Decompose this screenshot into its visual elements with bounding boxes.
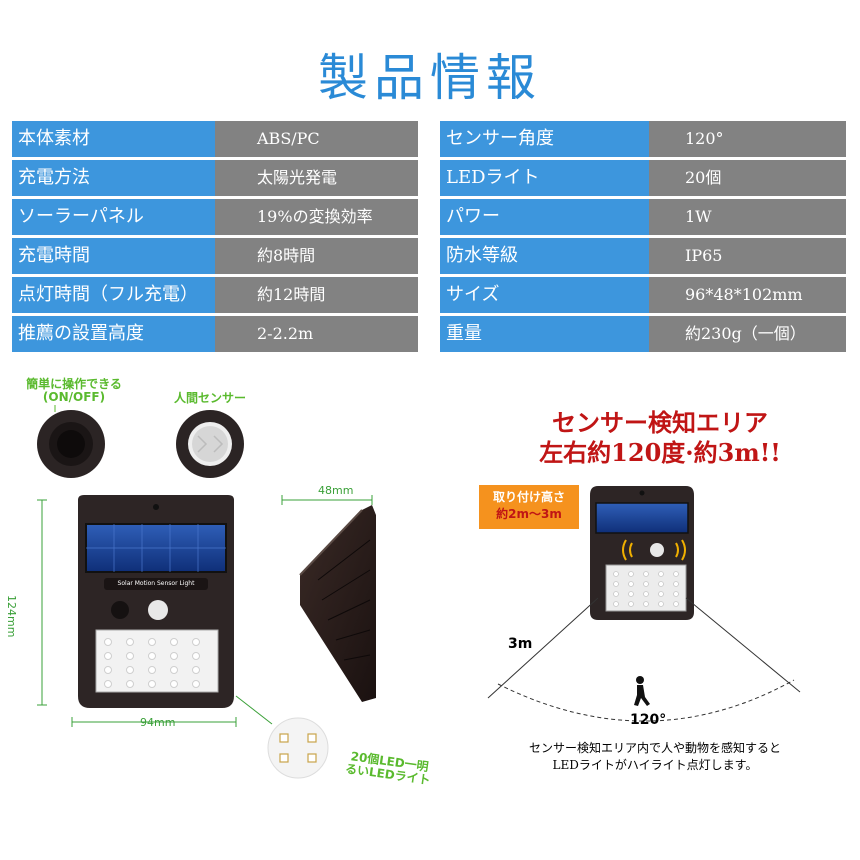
detection-light-view xyxy=(590,486,694,620)
spec-value: 約8時間 xyxy=(215,238,418,274)
spec-value: ABS/PC xyxy=(215,121,418,157)
distance-label: 3m xyxy=(508,636,533,652)
spec-key: センサー角度 xyxy=(440,121,649,157)
depth-dimension: 48mm xyxy=(318,484,354,497)
detection-title: センサー検知エリア 左右約120度·約3m!! xyxy=(480,408,840,468)
spec-value: 約230g（一個） xyxy=(649,316,846,352)
spec-value: 2-2.2m xyxy=(215,316,418,352)
spec-row: 重量約230g（一個） xyxy=(440,316,846,352)
sensor-label: 人間センサー xyxy=(173,391,246,405)
install-height-line2: 約2m～3m xyxy=(496,507,562,521)
spec-key: 重量 xyxy=(440,316,649,352)
spec-value: 19%の変換効率 xyxy=(215,199,418,235)
spec-key: LEDライト xyxy=(440,160,649,196)
spec-value: 太陽光発電 xyxy=(215,160,418,196)
led-closeup-icon xyxy=(267,717,329,779)
spec-key: パワー xyxy=(440,199,649,235)
light-front-view xyxy=(78,495,234,708)
spec-key: 充電時間 xyxy=(12,238,215,274)
switch-closeup-icon xyxy=(37,410,105,478)
spec-row: 充電方法太陽光発電 xyxy=(12,160,418,196)
switch-label-line2: (ON/OFF) xyxy=(42,390,106,404)
walking-person-icon xyxy=(634,676,650,706)
spec-key: ソーラーパネル xyxy=(12,199,215,235)
spec-key: 充電方法 xyxy=(12,160,215,196)
spec-key: サイズ xyxy=(440,277,649,313)
dimension-lines xyxy=(37,495,373,727)
detection-title-line2: 左右約120度·約3m!! xyxy=(539,438,781,467)
switch-label: 簡単に操作できる (ON/OFF) xyxy=(14,378,134,404)
spec-value: 1W xyxy=(649,199,846,235)
detection-note-line1: センサー検知エリア内で人や動物を感知すると xyxy=(528,741,781,755)
detection-title-line1: センサー検知エリア xyxy=(552,408,768,437)
detection-note-line2: LEDライトがハイライト点灯します。 xyxy=(552,758,758,772)
spec-value: 約12時間 xyxy=(215,277,418,313)
sensor-closeup-icon xyxy=(176,410,244,478)
spec-value: IP65 xyxy=(649,238,846,274)
page-title: 製品情報 xyxy=(318,49,542,107)
height-dimension: 124mm xyxy=(5,595,18,638)
light-side-view xyxy=(299,505,376,702)
width-dimension: 94mm xyxy=(140,716,176,729)
spec-value: 96*48*102mm xyxy=(649,277,846,313)
spec-key: 本体素材 xyxy=(12,121,215,157)
spec-row: 点灯時間（フル充電）約12時間 xyxy=(12,277,418,313)
spec-row: 充電時間約8時間 xyxy=(12,238,418,274)
install-height-badge: 取り付け高さ 約2m～3m xyxy=(479,485,579,529)
detection-cone xyxy=(487,597,801,722)
spec-key: 推薦の設置高度 xyxy=(12,316,215,352)
detection-note: センサー検知エリア内で人や動物を感知すると LEDライトがハイライト点灯します。 xyxy=(470,740,840,774)
spec-key: 点灯時間（フル充電） xyxy=(12,277,215,313)
angle-label: 120° xyxy=(630,712,667,728)
switch-label-line1: 簡単に操作できる xyxy=(26,377,122,391)
spec-key: 防水等級 xyxy=(440,238,649,274)
spec-value: 120° xyxy=(649,121,846,157)
install-height-line1: 取り付け高さ xyxy=(492,490,565,504)
spec-value: 20個 xyxy=(649,160,846,196)
panel-text: Solar Motion Sensor Light xyxy=(104,578,208,590)
